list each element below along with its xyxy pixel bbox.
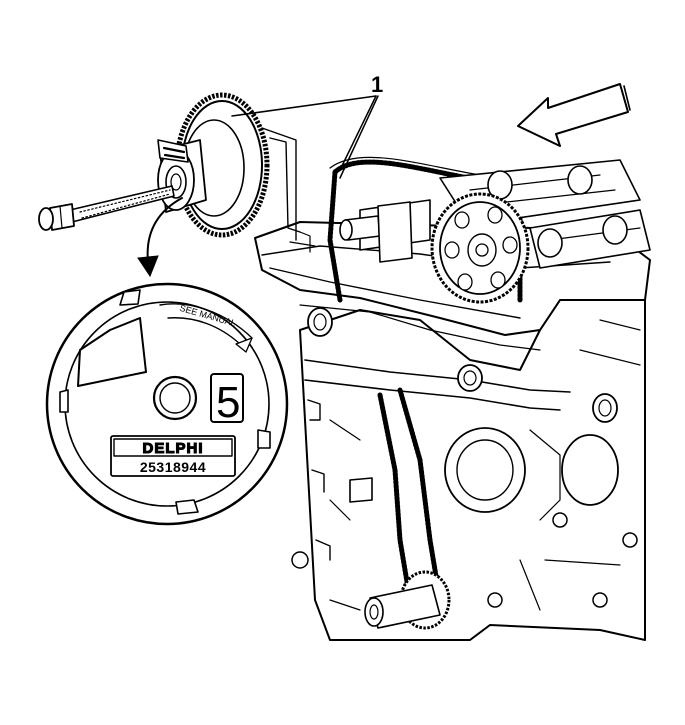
crankshaft-sprocket — [364, 570, 451, 630]
callout-1: 1 — [231, 72, 383, 179]
engine-block — [254, 221, 651, 641]
detail-view-phaser-face: SEE MANUAL 5 DELPHI 25318944 — [45, 282, 289, 526]
timing-mark: 5 — [216, 378, 240, 427]
exhaust-cam-sprocket — [430, 192, 530, 304]
direction-arrow — [517, 83, 631, 147]
part-number: 25318944 — [140, 459, 206, 475]
camshaft-assembly — [339, 159, 651, 269]
brand-label: DELPHI — [142, 440, 203, 457]
camshaft-actuator — [157, 92, 270, 238]
alignment-bracket-2 — [289, 231, 316, 253]
detail-leader-arrow — [137, 197, 183, 278]
phaser-bolt — [38, 185, 175, 231]
callout-number: 1 — [371, 72, 383, 97]
alignment-bracket — [261, 127, 301, 241]
